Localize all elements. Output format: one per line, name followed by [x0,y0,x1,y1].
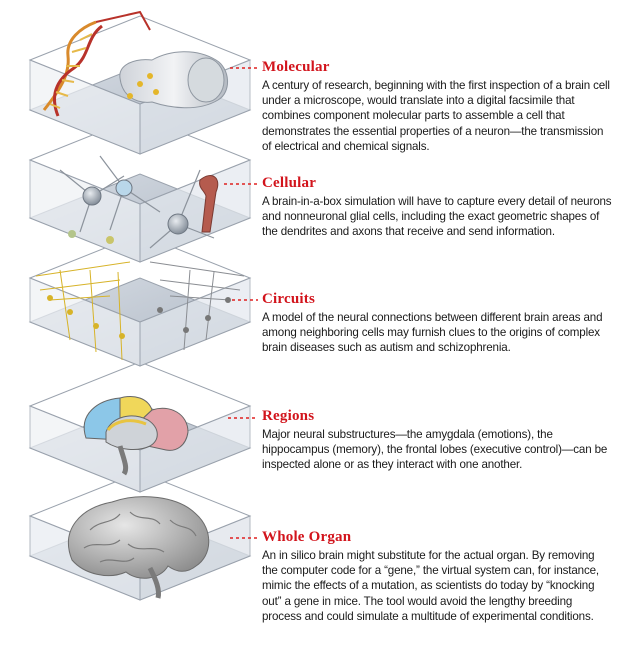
section-description: Major neural substructures—the amygdala … [262,428,608,472]
section-regions: Regions Major neural substructures—the a… [262,408,612,473]
section-title: Cellular [262,175,317,191]
section-circuits: Circuits A model of the neural connectio… [262,291,612,356]
section-description: A century of research, beginning with th… [262,79,610,153]
section-description: A model of the neural connections betwee… [262,311,603,355]
section-molecular: Molecular A century of research, beginni… [262,59,612,154]
box-circuits [28,233,252,367]
section-title: Whole Organ [262,529,352,545]
section-description: An in silico brain might substitute for … [262,549,599,623]
brain-regions-icon [83,396,189,476]
section-whole-organ: Whole Organ An in silico brain might sub… [262,529,612,624]
section-title: Molecular [262,59,330,75]
circuit-icon [35,261,245,361]
neuron-icon [59,155,219,249]
brain-icon [67,496,210,599]
box-regions [28,361,252,493]
box-whole-organ [28,471,252,601]
box-molecular [28,10,252,155]
section-description: A brain-in-a-box simulation will have to… [262,195,612,239]
section-title: Circuits [262,291,315,307]
molecular-icon [42,10,228,117]
section-title: Regions [262,408,315,424]
box-cellular [28,115,252,263]
leader-lines [224,67,258,539]
section-cellular: Cellular A brain-in-a-box simulation wil… [262,175,612,240]
